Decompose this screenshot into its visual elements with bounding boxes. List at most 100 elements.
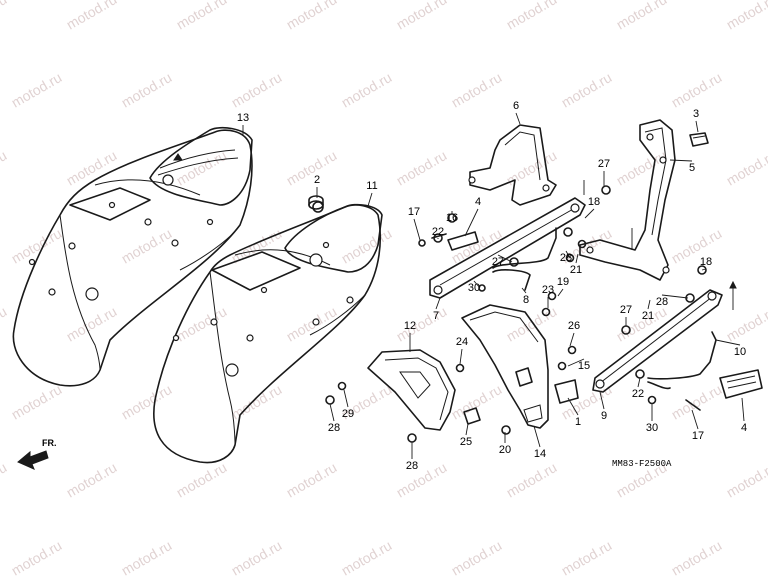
watermark-text: motod.ru — [0, 0, 9, 33]
watermark-text: motod.ru — [9, 537, 65, 576]
callout-labels: 1234456789101112131415161717181819202121… — [237, 100, 747, 472]
rear-fender-13 — [12, 126, 253, 387]
leader-line-c6 — [515, 112, 521, 125]
watermark-text: motod.ru — [449, 537, 505, 576]
leader-line-c19 — [557, 288, 564, 297]
leader-line-c22b — [637, 377, 641, 388]
watermark-text: motod.ru — [669, 225, 725, 266]
callout-c5: 5 — [689, 162, 695, 174]
plate-14 — [461, 304, 549, 429]
leader-line-c7 — [435, 297, 441, 310]
watermark-text: motod.ru — [614, 147, 670, 188]
leader-lines — [242, 112, 745, 459]
watermark-text: motod.ru — [119, 381, 175, 422]
watermark-text: motod.ru — [229, 69, 285, 110]
callout-c10: 10 — [734, 346, 746, 358]
watermark-text: motod.ru — [449, 69, 505, 110]
callout-c7: 7 — [433, 310, 439, 322]
callout-c24: 24 — [456, 336, 468, 348]
callout-c1: 1 — [575, 416, 581, 428]
leader-line-c9 — [599, 391, 605, 410]
watermark-text: motod.ru — [724, 147, 768, 188]
watermark-text: motod.ru — [339, 69, 395, 110]
bracket-6 — [468, 124, 557, 206]
callout-c30a: 30 — [468, 282, 480, 294]
leader-line-c26 — [569, 332, 575, 347]
watermark-text: motod.ru — [724, 303, 768, 344]
callout-c6: 6 — [513, 100, 519, 112]
callout-c26: 26 — [568, 320, 580, 332]
rail-7 — [429, 180, 586, 299]
watermark-text: motod.ru — [64, 459, 120, 500]
leader-line-c24 — [459, 348, 463, 365]
wire-8 — [492, 227, 557, 291]
front-arrow-icon: FR. — [17, 438, 57, 470]
rail-9 — [592, 280, 737, 393]
callout-c17b: 17 — [692, 430, 704, 442]
leader-line-c15 — [567, 358, 585, 367]
callout-c27c: 27 — [620, 304, 632, 316]
watermark-text: motod.ru — [614, 0, 670, 33]
watermark-text: motod.ru — [229, 381, 285, 422]
callout-c17a: 17 — [408, 206, 420, 218]
leader-line-c5 — [669, 159, 693, 162]
watermark-text: motod.ru — [174, 459, 230, 500]
callout-c15: 15 — [578, 360, 590, 372]
callout-c20: 20 — [499, 444, 511, 456]
watermark-text: motod.ru — [669, 537, 725, 576]
callout-c27a: 27 — [492, 256, 504, 268]
callout-c12: 12 — [404, 320, 416, 332]
watermark-text: motod.ru — [559, 537, 615, 576]
callout-c27b: 27 — [598, 158, 610, 170]
front-label: FR. — [42, 438, 57, 448]
leader-line-c4a — [464, 208, 479, 237]
watermark-text: motod.ru — [284, 0, 340, 33]
cap-3 — [689, 132, 709, 147]
watermark-text: motod.ru — [339, 225, 395, 266]
callout-c28a: 28 — [560, 252, 572, 264]
leader-line-c3 — [695, 120, 699, 133]
watermark-text: motod.ru — [669, 381, 725, 422]
leader-line-c17a — [413, 218, 421, 241]
callout-c14: 14 — [534, 448, 546, 460]
callout-c2: 2 — [314, 174, 320, 186]
watermark-text: motod.ru — [0, 459, 9, 500]
leader-line-c8 — [521, 287, 527, 294]
watermark-text: motod.ru — [119, 225, 175, 266]
reflector-4b — [719, 369, 763, 399]
watermark-text: motod.ru — [9, 69, 65, 110]
leader-line-c21b — [647, 299, 651, 310]
callout-c18a: 18 — [588, 196, 600, 208]
watermark-text: motod.ru — [394, 303, 450, 344]
callout-c9: 9 — [601, 410, 607, 422]
callout-c22b: 22 — [632, 388, 644, 400]
leader-line-c4b — [741, 397, 745, 422]
callout-c28c: 28 — [328, 422, 340, 434]
watermark-text: motod.ru — [559, 69, 615, 110]
watermark-text: motod.ru — [394, 0, 450, 33]
callout-c30b: 30 — [646, 422, 658, 434]
watermark-text: motod.ru — [724, 0, 768, 33]
leader-line-c18b — [701, 268, 707, 271]
watermark-text: motod.ru — [0, 303, 9, 344]
guard-12 — [367, 349, 456, 431]
diagram-code: MM83-F2500A — [612, 459, 672, 469]
callout-c21b: 21 — [642, 310, 654, 322]
watermark-text: motod.ru — [394, 147, 450, 188]
watermark-text: motod.ru — [119, 69, 175, 110]
leader-line-c18a — [584, 208, 595, 219]
wire-10 — [647, 331, 717, 390]
callout-c11: 11 — [366, 180, 377, 192]
leader-line-c29 — [343, 389, 349, 408]
leader-line-c25 — [465, 423, 469, 436]
watermark-text: motod.ru — [504, 459, 560, 500]
callout-c29: 29 — [342, 408, 354, 420]
callout-c21a: 21 — [570, 264, 582, 276]
leader-line-c28c — [329, 403, 335, 422]
leader-line-c11 — [367, 192, 373, 207]
watermark-text: motod.ru — [339, 537, 395, 576]
callout-c18b: 18 — [700, 256, 712, 268]
watermark-text: motod.ru — [284, 303, 340, 344]
